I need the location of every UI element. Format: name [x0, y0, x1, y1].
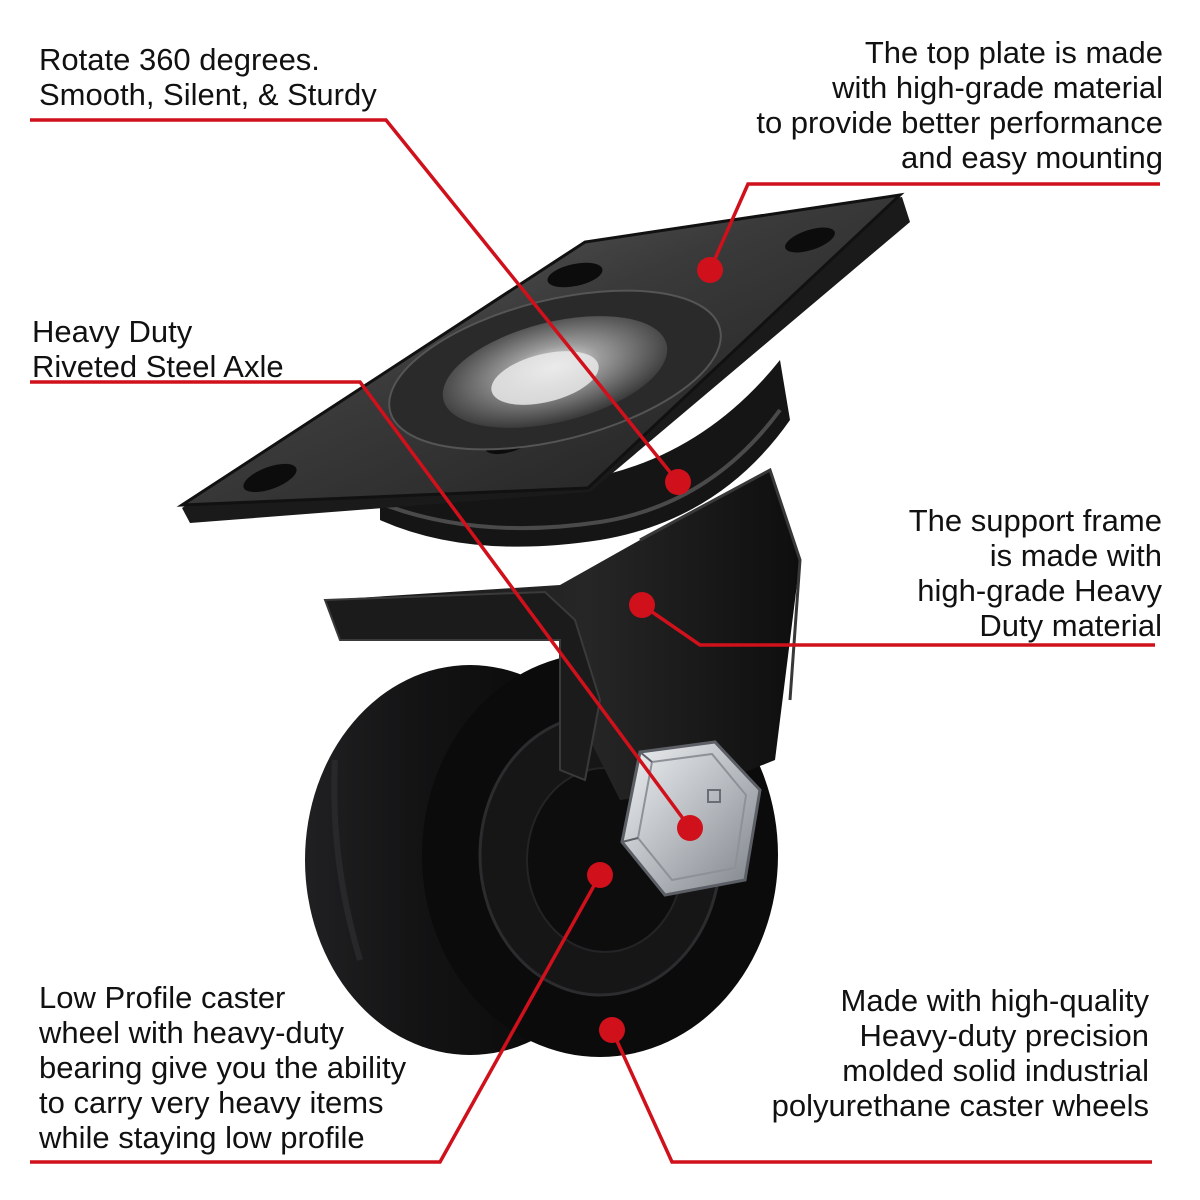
callout-line: Heavy Duty: [32, 314, 193, 349]
callout-top-plate: The top plate is made with high-grade ma…: [756, 35, 1163, 175]
callout-line: Heavy-duty precision: [859, 1018, 1149, 1053]
callout-line: molded solid industrial: [842, 1053, 1149, 1088]
callout-line: Duty material: [979, 608, 1162, 643]
marker-dot-top-plate: [697, 257, 723, 283]
callout-line: with high-grade material: [832, 70, 1163, 105]
marker-dot-wheels: [599, 1017, 625, 1043]
callout-line: The top plate is made: [864, 35, 1163, 70]
callout-line: polyurethane caster wheels: [771, 1088, 1149, 1123]
callout-wheels: Made with high-quality Heavy-duty precis…: [772, 983, 1149, 1123]
marker-dot-axle: [677, 815, 703, 841]
callout-line: to carry very heavy items: [39, 1085, 384, 1120]
callout-rotate: Rotate 360 degrees. Smooth, Silent, & St…: [39, 42, 377, 112]
callout-line: is made with: [989, 538, 1162, 573]
mounting-hole: [243, 463, 297, 493]
leader-line-axle: [30, 380, 692, 830]
callout-line: and easy mounting: [901, 140, 1163, 175]
support-frame: [323, 467, 802, 800]
marker-dot-support-frame: [629, 592, 655, 618]
top-plate: [176, 192, 910, 523]
leader-line-low-profile: [30, 874, 602, 1164]
callout-line: Rotate 360 degrees.: [39, 42, 320, 77]
callout-markers: [587, 257, 723, 1043]
marker-dot-low-profile: [587, 862, 613, 888]
callout-line: Made with high-quality: [840, 983, 1149, 1018]
callout-line: to provide better performance: [756, 105, 1163, 140]
leader-line-rotate: [30, 118, 680, 484]
mounting-hole: [547, 262, 603, 288]
callout-line: Low Profile caster: [39, 980, 286, 1015]
callout-low-profile: Low Profile caster wheel with heavy-duty…: [39, 980, 406, 1155]
callout-leader-lines: [30, 118, 1160, 1164]
callout-line: high-grade Heavy: [917, 573, 1162, 608]
callout-line: bearing give you the ability: [39, 1050, 407, 1085]
callout-support-frame: The support frame is made with high-grad…: [909, 503, 1162, 643]
callout-line: while staying low profile: [39, 1120, 365, 1155]
leader-line-support-frame: [641, 603, 1155, 647]
marker-dot-rotate: [665, 469, 691, 495]
callout-line: Riveted Steel Axle: [32, 349, 284, 384]
callout-axle: Heavy Duty Riveted Steel Axle: [32, 314, 284, 384]
mounting-hole: [785, 227, 835, 253]
callout-line: Smooth, Silent, & Sturdy: [39, 77, 377, 112]
leader-line-top-plate: [708, 182, 1160, 271]
leader-line-wheels: [610, 1029, 1152, 1164]
callout-line: wheel with heavy-duty: [39, 1015, 344, 1050]
callout-line: The support frame: [908, 503, 1162, 538]
